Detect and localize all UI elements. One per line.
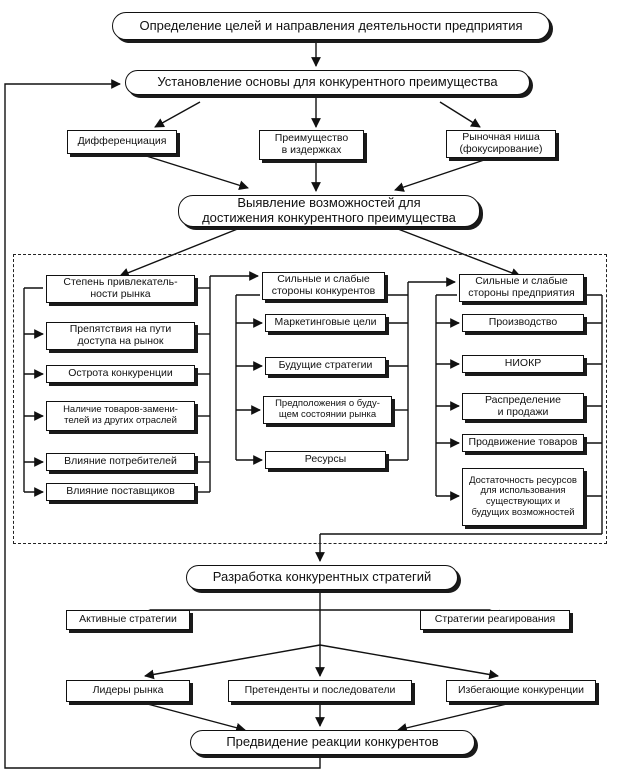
develop-strategies-node: Разработка конкурентных стратегий [186,565,458,590]
promotion-node: Продвижение товаров [462,434,584,452]
marketing-goals-node: Маркетинговые цели [265,314,386,332]
market-leaders-node: Лидеры рынка [66,680,190,702]
active-strategies-node: Активные стратегии [66,610,190,630]
cost-advantage-node: Преимущество в издержках [259,130,364,160]
resource-sufficiency-node: Достаточность ресурсов для использования… [462,468,584,526]
market-assumptions-node: Предположения о буду- щем состоянии рынк… [263,396,392,424]
challengers-followers-node: Претенденты и последователи [228,680,412,702]
goal-node: Определение целей и направления деятельн… [112,12,550,40]
market-niche-node: Рыночная ниша (фокусирование) [446,130,556,158]
competitor-swot-node: Сильные и слабые стороны конкурентов [262,272,385,300]
competition-avoiders-node: Избегающие конкуренции [446,680,596,702]
consumer-influence-node: Влияние потребителей [46,453,195,471]
analysis-frame [13,254,607,544]
future-strategies-node: Будущие стратегии [265,357,386,375]
production-node: Производство [462,314,584,332]
basis-node: Установление основы для конкурентного пр… [125,70,530,95]
reactive-strategies-node: Стратегии реагирования [420,610,570,630]
market-attractiveness-node: Степень привлекатель- ности рынка [46,275,195,303]
resources-node: Ресурсы [265,451,386,469]
substitutes-node: Наличие товаров-замени- телей из других … [46,401,195,431]
opportunities-node: Выявление возможностей для достижения ко… [178,195,480,227]
supplier-influence-node: Влияние поставщиков [46,483,195,501]
competition-intensity-node: Острота конкуренции [46,365,195,383]
differentiation-node: Дифференциация [67,130,177,154]
distribution-sales-node: Распределение и продажи [462,393,584,420]
company-swot-node: Сильные и слабые стороны предприятия [459,274,584,302]
entry-barriers-node: Препятствия на пути доступа на рынок [46,322,195,350]
forecast-reaction-node: Предвидение реакции конкурентов [190,730,475,755]
rnd-node: НИОКР [462,355,584,373]
